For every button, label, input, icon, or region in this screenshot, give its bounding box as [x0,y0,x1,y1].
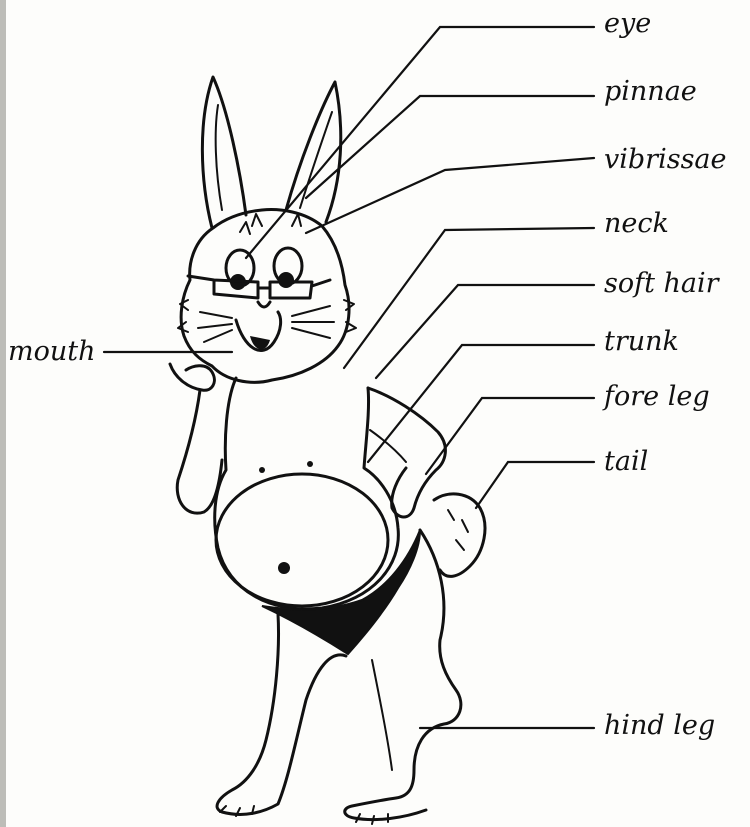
nose [258,302,270,307]
leader-eye [246,27,594,258]
label-fore-leg: fore leg [602,381,710,412]
leader-neck [344,228,594,368]
leader-tail [476,462,594,508]
label-neck: neck [604,208,669,239]
label-eye: eye [604,8,651,39]
label-pinnae: pinnae [604,76,697,107]
whiskers [198,306,334,342]
glasses [188,276,330,298]
rabbit-illustration [170,77,485,824]
left-ear [202,77,246,228]
belly [216,474,388,606]
label-soft-hair: soft hair [604,268,721,299]
right-fore-leg [368,388,445,517]
left-hand [170,364,214,390]
scan-edge [0,0,6,827]
leader-pinnae [306,96,594,198]
label-hind-leg: hind leg [604,710,715,741]
label-trunk: trunk [604,326,679,357]
label-mouth: mouth [8,336,96,367]
label-vibrissae: vibrissae [604,144,727,175]
left-hind-leg [217,614,346,814]
label-tail: tail [604,446,648,477]
leader-soft-hair [376,285,594,378]
navel [278,562,290,574]
leader-vibrissae [306,158,594,233]
